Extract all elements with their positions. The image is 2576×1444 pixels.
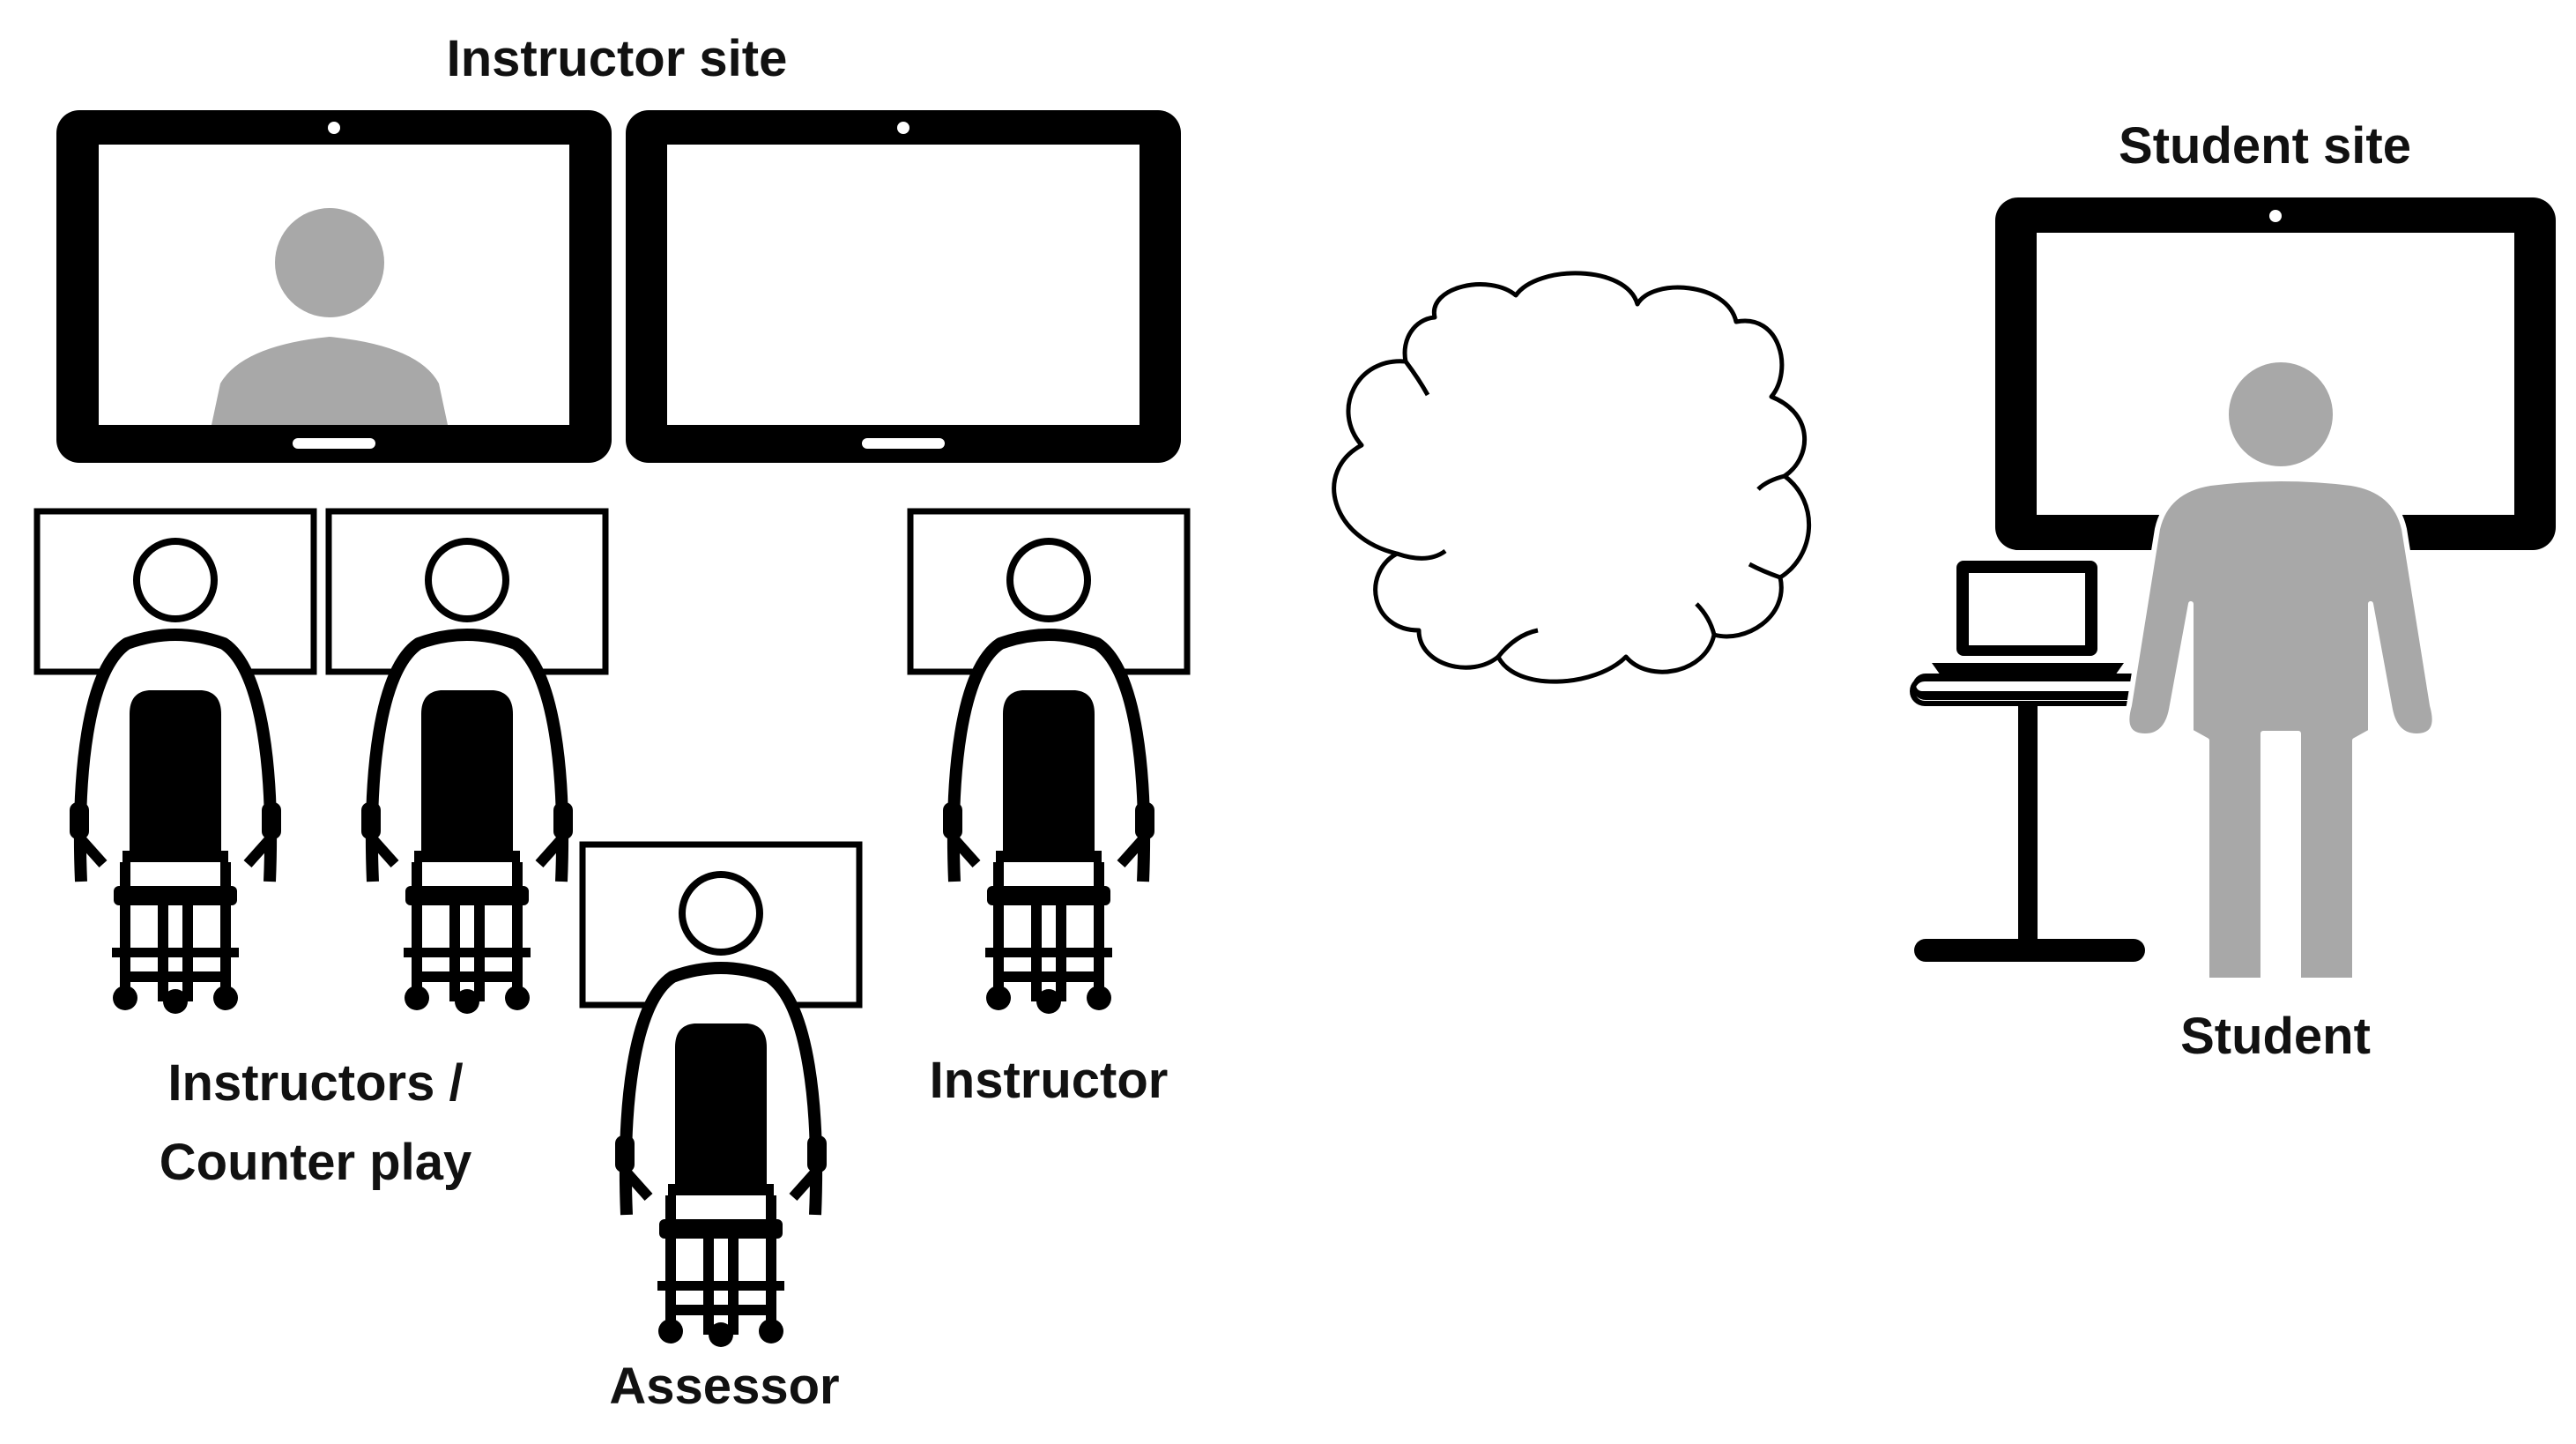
assessor-label: Assessor	[609, 1358, 839, 1415]
remote-student-video-icon	[212, 208, 448, 425]
instructor-monitor-left	[56, 110, 612, 463]
assessor-seat	[583, 845, 859, 1347]
instructor-counter-play-seat-2	[329, 511, 605, 1014]
instructor-label: Instructor	[930, 1052, 1169, 1109]
instructors-label-line2: Counter play	[160, 1134, 472, 1191]
instructors-label-line1: Instructors /	[167, 1054, 463, 1112]
instructor-counter-play-seat-1	[37, 511, 314, 1014]
student-site-title: Student site	[2119, 117, 2411, 175]
network-cloud-icon	[1332, 271, 1812, 684]
laptop-icon	[1932, 561, 2124, 675]
instructor-monitor-right	[626, 110, 1181, 463]
side-table	[1910, 674, 2149, 962]
instructor-site-title: Instructor site	[447, 30, 788, 87]
student-label: Student	[2180, 1008, 2371, 1065]
instructor-seat	[910, 511, 1187, 1014]
student-figure-icon	[2124, 357, 2438, 983]
